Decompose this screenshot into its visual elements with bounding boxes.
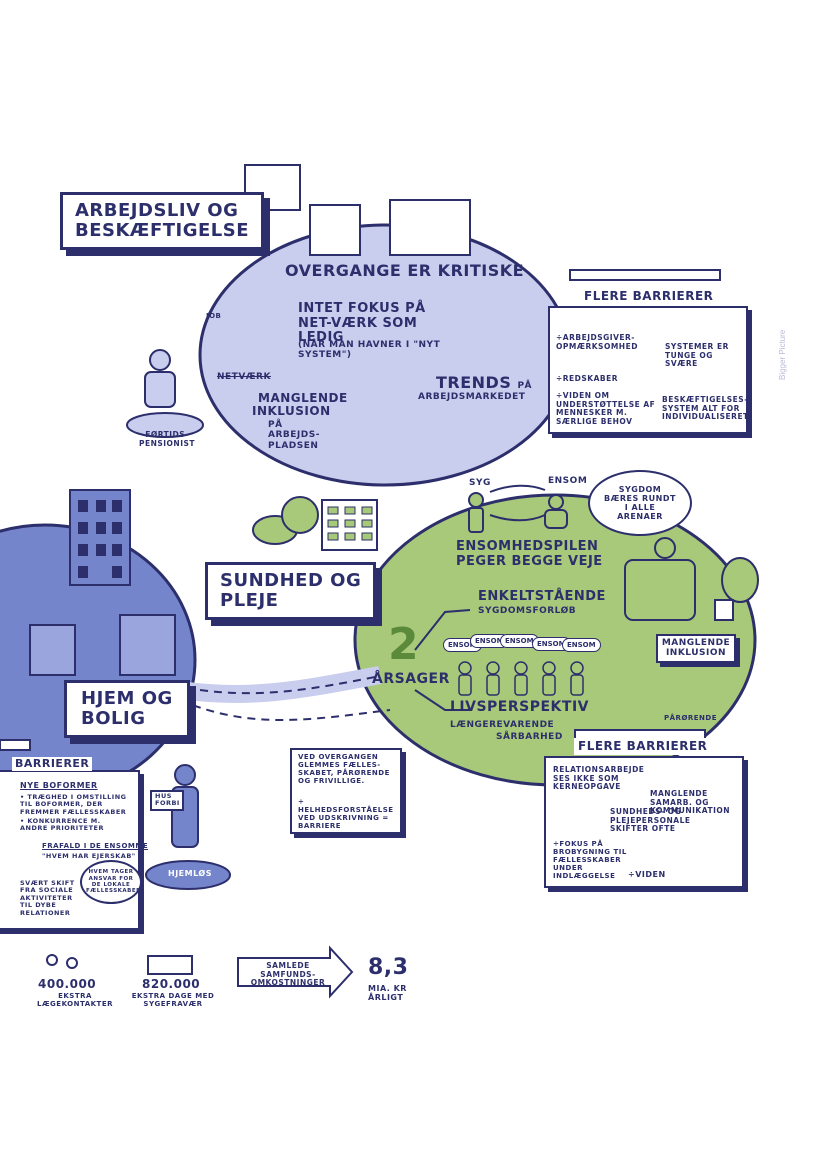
enkelt-line1: ENKELTSTÅENDE <box>478 589 606 604</box>
stat-2-value: 820.000 <box>142 977 201 991</box>
arbejdsliv-title-line1: ARBEJDSLIV OG <box>75 200 239 221</box>
enkelt-line2: SYGDOMSFORLØB <box>478 606 577 616</box>
calendar-icon-shape <box>147 955 193 975</box>
job-sign: JOB <box>206 312 222 320</box>
total-arrow-label: SAMLEDE SAMFUNDS-OMKOSTNINGER <box>250 961 326 988</box>
aarsager-number: 2 <box>388 619 420 670</box>
barrierer-green-item-2: MANGLENDE SAMARB. OG KOMMUNIKATION <box>650 789 731 816</box>
fokus-note: (NÅR MAN HAVNER I "NYT SYSTEM") <box>298 340 441 361</box>
hjem-title-line2: BOLIG <box>81 708 146 730</box>
sundhed-title-line2: PLEJE <box>220 590 279 612</box>
ensomhedspilen-line1: ENSOMHEDSPILEN <box>456 539 599 554</box>
hjemloes-pedestal <box>145 860 231 890</box>
sundhed-title-line1: SUNDHED OG <box>220 570 362 591</box>
ensom-label: ENSOM <box>548 476 588 486</box>
trends-rest: ARBEJDSMARKEDET <box>418 392 526 402</box>
syg-label: SYG <box>469 478 491 488</box>
manglende-inklusion-box: MANGLENDE INKLUSION <box>656 634 736 663</box>
barrierer-left-heading: NYE BOFORMER <box>20 781 98 790</box>
office-building-2 <box>389 199 471 256</box>
total-arrow <box>237 945 354 999</box>
overgang-note-box <box>290 748 402 834</box>
ensom-bubble-5: ENSOM <box>562 638 601 652</box>
stat-2-label: EKSTRA DAGE MED SYGEFRAVÆR <box>131 992 215 1009</box>
ensom-bubble-2: ENSOM <box>470 634 509 648</box>
ansvar-bubble-text: HVEM TAGER ANSVAR FOR DE LOKALE FÆLLESSK… <box>86 869 145 895</box>
fokus-text: INTET FOKUS PÅ NET-VÆRK SOM LEDIG <box>298 301 426 346</box>
hjem-title-box: HJEM OG BOLIG <box>64 680 190 739</box>
barrierer-left-item-5: SVÆRT SKIFT FRA SOCIALE AKTIVITETER TIL … <box>20 879 75 917</box>
ensomhedspilen-line2: PEGER BEGGE VEJE <box>456 554 603 569</box>
barrierer-top-item-5: BESKÆFTIGELSES-SYSTEM ALT FOR INDIVIDUAL… <box>662 395 749 422</box>
sundhed-title-box: SUNDHED OG PLEJE <box>205 562 377 621</box>
stat-1-label: EKSTRA LÆGEKONTAKTER <box>36 992 114 1009</box>
house-building <box>29 624 76 676</box>
barrierer-left-item-2: • KONKURRENCE M. ANDRE PRIORITETER <box>20 817 104 833</box>
barrierer-top-title: FLERE BARRIERER <box>580 288 718 306</box>
hjem-title-line1: HJEM OG <box>81 688 173 709</box>
barrierer-left-item-1: • TRÆGHED I OMSTILLING TIL BOFORMER, DER… <box>20 793 127 816</box>
overgange-headline: OVERGANGE ER KRITISKE <box>285 261 525 280</box>
manglende-inklusion-text: MANGLENDE INKLUSION <box>661 638 731 659</box>
barrierer-left-title: BARRIERER <box>12 757 93 772</box>
barrierer-top-item-3: ÷VIDEN OM UNDERSTØTTELSE AF MENNESKER M.… <box>556 391 656 426</box>
barrierer-left-item-3: FRAFALD I DE ENSOMME <box>42 842 149 850</box>
barrierer-top-item-2: ÷REDSKABER <box>556 374 619 383</box>
inklusion-line3: PÅ ARBEJDS-PLADSEN <box>268 420 320 451</box>
barrierer-green-box <box>544 756 744 888</box>
livsperspektiv-label: LIVSPERSPEKTIV <box>450 699 590 715</box>
armchair <box>624 559 696 621</box>
laengere-line2: SÅRBARHED <box>496 732 563 742</box>
connecting-road-dash <box>199 675 381 695</box>
inklusion-line1: MANGLENDE <box>258 391 348 405</box>
hjemloes-label: HJEMLØS <box>168 869 212 878</box>
connecting-road-lower <box>179 699 391 721</box>
ansvar-bubble: HVEM TAGER ANSVAR FOR DE LOKALE FÆLLESSK… <box>80 860 145 904</box>
trends-big: TRENDS <box>436 373 512 392</box>
hus-forbi-sign: HUS FORBI <box>150 790 184 811</box>
barrierer-green-item-5: ÷VIDEN <box>628 870 666 879</box>
barrierer-top-box <box>548 306 748 434</box>
barrierer-green-item-4: ÷FOKUS PÅ BROBYGNING TIL FÆLLESSKABER UN… <box>553 840 627 881</box>
sygdom-bubble: SYGDOM BÆRES RUNDT I ALLE ARENAER <box>588 470 692 536</box>
hus-forbi-text: HUS FORBI <box>155 792 180 808</box>
arbejdsliv-title-box: ARBEJDSLIV OG BESKÆFTIGELSE <box>60 192 265 251</box>
foertids-label: FØRTIDS-PENSIONIST <box>138 430 196 448</box>
ensom-bubble-4: ENSOM <box>532 637 571 651</box>
barrierer-left-item-4: "HVEM HAR EJERSKAB" <box>42 852 136 860</box>
foertids-pedestal <box>126 412 204 438</box>
stat-1-value: 400.000 <box>38 977 97 991</box>
arbejdsliv-title-line2: BESKÆFTIGELSE <box>75 220 250 242</box>
paaroerende-label: PÅRØRENDE <box>664 714 718 722</box>
watermark: Bigger Picture <box>778 329 787 380</box>
netvaerk-label: NETVÆRK <box>217 372 271 382</box>
trends-line: TRENDS PÅ <box>436 374 532 392</box>
barrierer-green-title: FLERE BARRIERER <box>574 738 712 756</box>
connecting-road <box>178 666 382 704</box>
barrierer-top-item-4: SYSTEMER ER TUNGE OG SVÆRE <box>665 342 729 369</box>
overgang-note-line1: VED OVERGANGEN GLEMMES FÆLLES-SKABET, PÅ… <box>298 753 390 786</box>
laengere-line1: LÆNGEREVARENDE <box>450 720 555 730</box>
overgang-note-line2: ÷ HELHEDSFORSTÅELSE VED UDSKRIVNING = BA… <box>298 798 394 831</box>
barrierer-green-item-3: SUNDHEDS- OG PLEJEPERSONALE SKIFTER OFTE <box>610 807 691 834</box>
trends-small: PÅ <box>517 381 532 391</box>
apartment-building <box>119 614 176 676</box>
sygdom-bubble-text: SYGDOM BÆRES RUNDT I ALLE ARENAER <box>604 484 676 522</box>
total-value: 8,3 <box>368 955 409 980</box>
barrierer-top-item-1: ÷ARBEJDSGIVER-OPMÆRKSOMHED <box>556 333 638 351</box>
total-unit: MIA. KR ÅRLIGT <box>368 984 407 1003</box>
office-building <box>309 204 361 256</box>
barrierer-green-item-1: RELATIONSARBEJDE SES IKKE SOM KERNEOPGAV… <box>553 765 645 792</box>
aarsager-label: ÅRSAGER <box>372 671 450 687</box>
inklusion-line2: INKLUSION <box>252 404 331 418</box>
